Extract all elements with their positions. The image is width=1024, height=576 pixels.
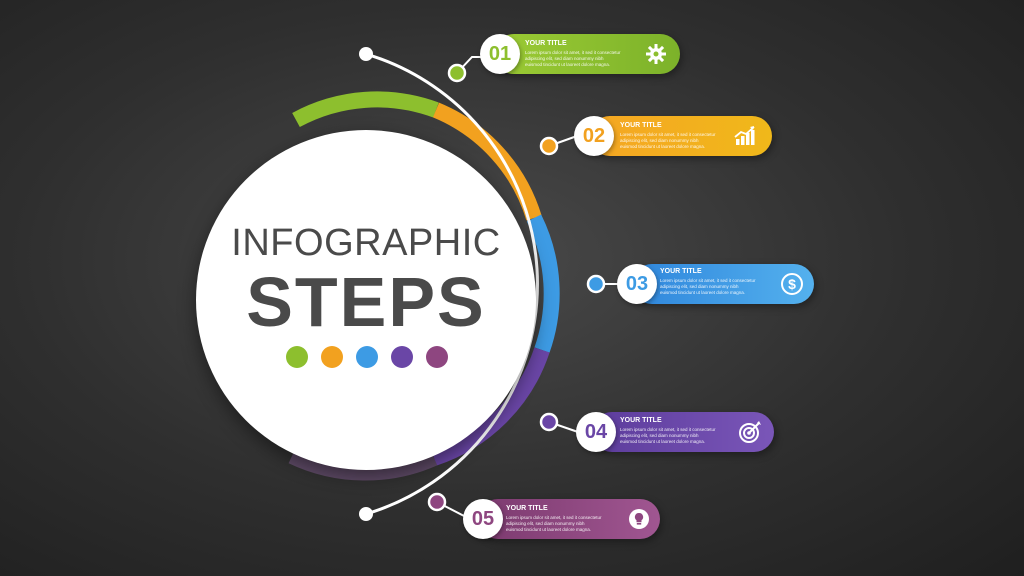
svg-text:$: $ [788,276,796,292]
node-3 [586,274,606,294]
step-number-3: 03 [617,264,657,304]
step-bar-3 [632,264,814,304]
ring-segment-3 [526,214,560,353]
step-title-4: YOUR TITLE [620,417,662,424]
step-body-4: Lorem ipsum dolor sit amet, it sed it co… [620,427,716,444]
node-4 [539,412,559,432]
color-dot-3 [356,346,378,368]
title-line-1: INFOGRAPHIC [231,222,501,264]
arc-end-top [359,47,373,61]
color-dots [286,346,448,368]
step-title-2: YOUR TITLE [620,122,662,129]
growth-chart-icon [734,126,755,145]
step-title-3: YOUR TITLE [660,268,702,275]
step-body-2: Lorem ipsum dolor sit amet, it sed it co… [620,132,716,149]
gear-icon [646,44,666,64]
color-dot-4 [391,346,413,368]
step-body-1: Lorem ipsum dolor sit amet, it sed it co… [525,50,621,67]
color-dot-1 [286,346,308,368]
target-icon [739,421,761,443]
node-5 [427,492,447,512]
dollar-icon: $ [781,273,803,295]
color-dot-5 [426,346,448,368]
step-title-5: YOUR TITLE [506,505,548,512]
step-number-2: 02 [574,116,614,156]
ring-segment-5 [288,448,438,481]
step-body-3: Lorem ipsum dolor sit amet, it sed it co… [660,278,756,295]
outer-arc [365,52,539,516]
ring-segment-4 [431,347,550,466]
node-1 [447,63,467,83]
step-number-1: 01 [480,34,520,74]
step-number-4: 04 [576,412,616,452]
step-number-5: 05 [463,499,503,539]
step-body-5: Lorem ipsum dolor sit amet, it sed it co… [506,515,602,532]
ring-segment-1 [292,91,439,128]
title-line-2: STEPS [246,263,486,341]
center-circle [196,130,536,470]
step-title-1: YOUR TITLE [525,40,567,47]
color-dot-2 [321,346,343,368]
arc-end-bottom [359,507,373,521]
node-2 [539,136,559,156]
lightbulb-icon [629,509,649,529]
